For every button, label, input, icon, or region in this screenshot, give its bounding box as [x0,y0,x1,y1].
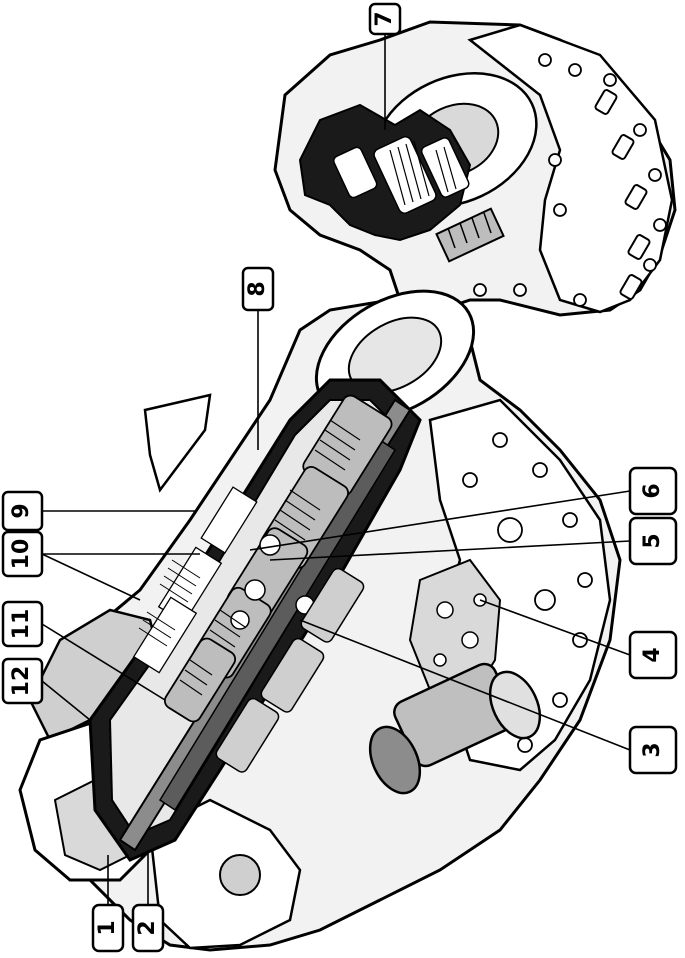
callout-10: 10 [1,530,44,578]
callout-8: 8 [241,266,275,312]
svg-text:6: 6 [640,483,665,498]
svg-text:11: 11 [9,609,34,640]
svg-text:12: 12 [9,666,34,697]
callout-1: 1 [91,903,125,953]
callout-3: 3 [628,725,678,775]
svg-text:1: 1 [95,920,120,935]
callout-7: 7 [368,2,402,36]
auxiliary-unit-illustration [273,20,677,317]
callout-4: 4 [628,630,678,680]
callout-5: 5 [628,516,678,566]
svg-text:7: 7 [372,11,397,26]
svg-text:10: 10 [9,539,34,570]
svg-text:5: 5 [640,533,665,548]
main-transmission-illustration [18,289,622,952]
svg-text:8: 8 [245,281,270,296]
svg-text:9: 9 [9,503,34,518]
svg-text:4: 4 [640,647,665,662]
callout-2: 2 [131,903,165,953]
callout-9: 9 [1,490,44,532]
leader-lines [41,34,631,905]
svg-text:2: 2 [135,920,160,935]
callout-11: 11 [1,600,44,648]
callout-12: 12 [1,657,44,705]
svg-text:3: 3 [640,742,665,757]
callout-6: 6 [628,466,678,516]
